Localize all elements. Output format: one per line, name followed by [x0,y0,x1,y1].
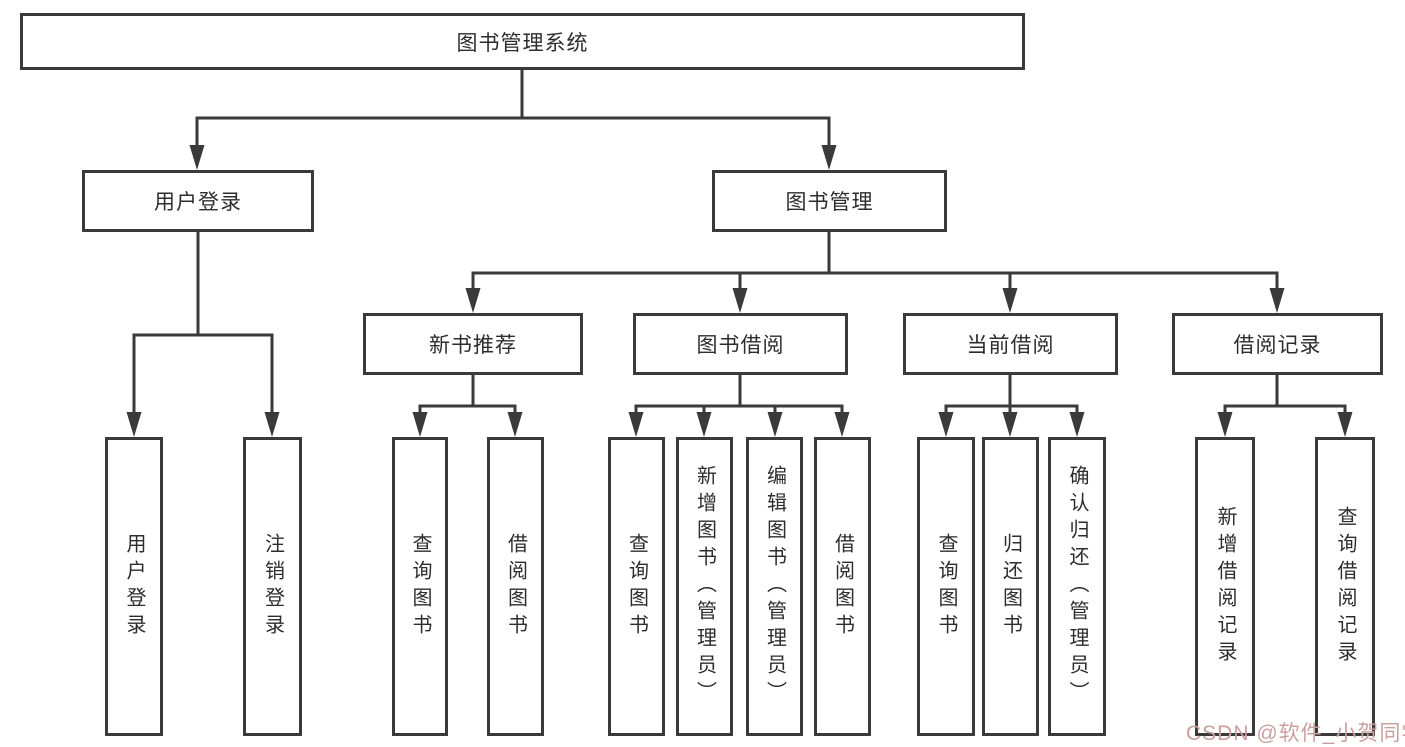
leaf-borrow-book: 借阅图书 [814,437,871,736]
leaf-return-book: 归还图书 [982,437,1039,736]
node-new-book-recommend: 新书推荐 [363,313,583,375]
leaf-confirm-return-admin: 确认归还（管理员） [1048,437,1106,736]
leaf-recommend-query-book: 查询图书 [392,437,448,736]
node-current-borrow: 当前借阅 [903,313,1118,375]
leaf-logout-login: 注销登录 [243,437,302,736]
node-book-management: 图书管理 [712,170,947,232]
leaf-add-book-admin: 新增图书（管理员） [676,437,733,736]
leaf-user-login: 用户登录 [105,437,163,736]
leaf-edit-book-admin: 编辑图书（管理员） [746,437,803,736]
arrowhead-icons [126,145,1353,437]
node-library-management-system: 图书管理系统 [20,13,1025,70]
leaf-query-borrow-record: 查询借阅记录 [1315,437,1375,736]
node-book-borrow: 图书借阅 [633,313,848,375]
csdn-watermark: CSDN @软件_小贺同学 [1186,722,1405,745]
node-user-login: 用户登录 [82,170,314,232]
leaf-borrow-query-book: 查询图书 [608,437,665,736]
leaf-current-query-book: 查询图书 [917,437,975,736]
leaf-recommend-borrow-book: 借阅图书 [487,437,544,736]
leaf-add-borrow-record: 新增借阅记录 [1195,437,1255,736]
node-borrow-record: 借阅记录 [1172,313,1383,375]
